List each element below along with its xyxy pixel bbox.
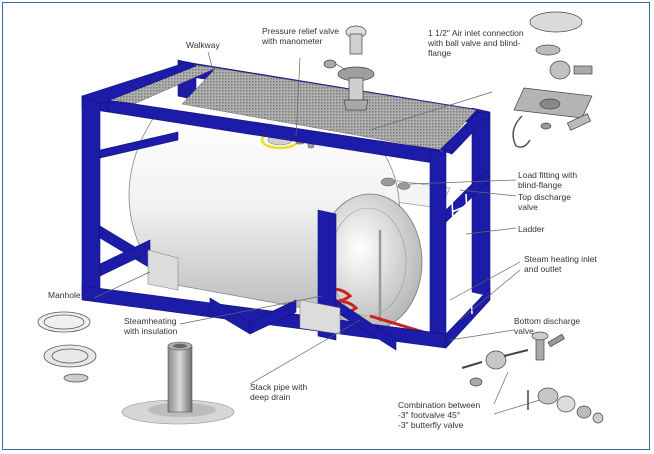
frame-front (81, 61, 491, 351)
ladder (451, 193, 473, 321)
label-stack-pipe: Stack pipe with deep drain (250, 382, 308, 402)
label-top-discharge-valve: Top discharge valve (518, 192, 571, 212)
pressure-relief-valve-detail (323, 25, 375, 111)
label-bottom-discharge-valve: Bottom discharge valve (514, 316, 581, 336)
label-air-inlet: 1 1/2" Air inlet connection with ball va… (428, 28, 524, 58)
label-pressure-relief-valve: Pressure relief valve with manometer (262, 26, 340, 46)
label-walkway: Walkway (186, 40, 220, 50)
air-inlet-detail (512, 11, 593, 148)
bottom-discharge-detail (461, 331, 604, 424)
label-combination-valves: Combination between -3" footvalve 45° -3… (398, 400, 481, 430)
label-steamheating: Steamheating with insulation (124, 316, 178, 336)
label-manhole: Manhole (48, 290, 81, 300)
tank-saddles (147, 249, 341, 335)
label-load-fitting: Load fitting with blind-flange (518, 170, 578, 190)
label-ladder: Ladder (518, 224, 545, 234)
stack-pipe-detail (121, 341, 235, 425)
label-steam-heating-inlet: Steam heating inlet and outlet (524, 254, 597, 274)
manhole-detail (37, 311, 97, 383)
leader-lines (93, 51, 541, 415)
